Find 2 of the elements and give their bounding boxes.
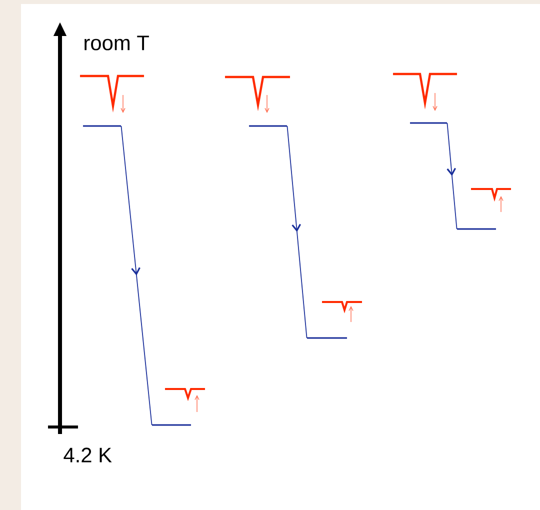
- axis-label: room T: [84, 36, 149, 50]
- axis-label: 4.2 K: [64, 448, 112, 462]
